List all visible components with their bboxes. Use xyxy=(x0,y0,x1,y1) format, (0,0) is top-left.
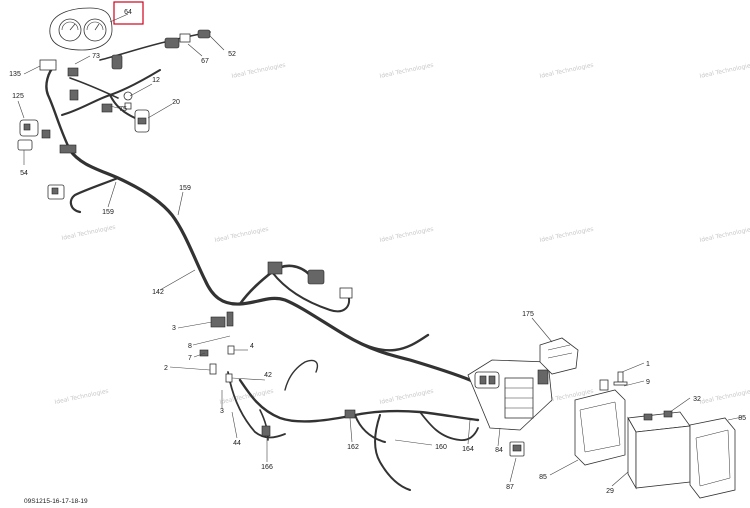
watermark: Ideal Technologies xyxy=(539,62,594,80)
callout-67: 67 xyxy=(201,58,209,65)
watermark: Ideal Technologies xyxy=(379,226,434,244)
callout-12: 12 xyxy=(152,77,160,84)
callout-52: 52 xyxy=(228,51,236,58)
callout-73: 73 xyxy=(92,53,100,60)
callout-75: 75 xyxy=(119,106,127,113)
callout-3: 3 xyxy=(220,408,224,415)
watermark: Ideal Technologies xyxy=(699,62,750,80)
main-harness xyxy=(45,31,497,491)
callout-125: 125 xyxy=(12,93,24,100)
watermarks: Ideal Technologies Ideal Technologies Id… xyxy=(54,62,750,406)
callout-9: 9 xyxy=(646,379,650,386)
callout-87: 87 xyxy=(506,484,514,491)
callout-175: 175 xyxy=(522,311,534,318)
callout-166: 166 xyxy=(261,464,273,471)
watermark: Ideal Technologies xyxy=(699,388,750,406)
watermark: Ideal Technologies xyxy=(699,226,750,244)
callout-142: 142 xyxy=(152,289,164,296)
fuse-module xyxy=(467,359,553,431)
instrument-cluster xyxy=(49,7,113,51)
bolts xyxy=(613,371,628,386)
callout-32: 32 xyxy=(693,396,701,403)
callout-8: 8 xyxy=(188,343,192,350)
watermark: Ideal Technologies xyxy=(214,226,269,244)
callout-42: 42 xyxy=(264,372,272,379)
callout-159: 159 xyxy=(179,185,191,192)
document-code: 09S1215-16-17-18-19 xyxy=(24,498,88,505)
leader-lines xyxy=(17,13,743,487)
watermark: Ideal Technologies xyxy=(379,388,434,406)
callout-2: 2 xyxy=(164,365,168,372)
callout-135: 135 xyxy=(9,71,21,78)
relay xyxy=(509,441,525,457)
battery-tray-left xyxy=(574,379,626,466)
left-switch-cluster xyxy=(17,119,77,200)
callout-159: 159 xyxy=(102,209,114,216)
callout-20: 20 xyxy=(172,99,180,106)
callout-64: 64 xyxy=(124,9,132,16)
callout-1: 1 xyxy=(646,361,650,368)
callout-44: 44 xyxy=(233,440,241,447)
callout-4: 4 xyxy=(250,343,254,350)
callout-54: 54 xyxy=(20,170,28,177)
callout-7: 7 xyxy=(188,355,192,362)
watermark: Ideal Technologies xyxy=(54,388,109,406)
callout-162: 162 xyxy=(347,444,359,451)
callout-160: 160 xyxy=(435,444,447,451)
connector-group-top xyxy=(39,29,211,133)
callout-85: 85 xyxy=(539,474,547,481)
callout-84: 84 xyxy=(495,447,503,454)
battery xyxy=(627,410,691,490)
battery-tray-right xyxy=(689,417,736,499)
callout-labels: 64 73 67 52 135 12 75 125 20 54 159 159 … xyxy=(9,9,746,495)
electronic-module xyxy=(539,337,579,375)
callout-29: 29 xyxy=(606,488,614,495)
callout-164: 164 xyxy=(462,446,474,453)
highlight-box xyxy=(113,1,144,25)
watermark: Ideal Technologies xyxy=(539,226,594,244)
connector-group-mid xyxy=(199,261,356,437)
callout-85: 85 xyxy=(738,415,746,422)
watermark: Ideal Technologies xyxy=(231,62,286,80)
watermark: Ideal Technologies xyxy=(379,62,434,80)
watermark: Ideal Technologies xyxy=(61,224,116,242)
callout-3: 3 xyxy=(172,325,176,332)
